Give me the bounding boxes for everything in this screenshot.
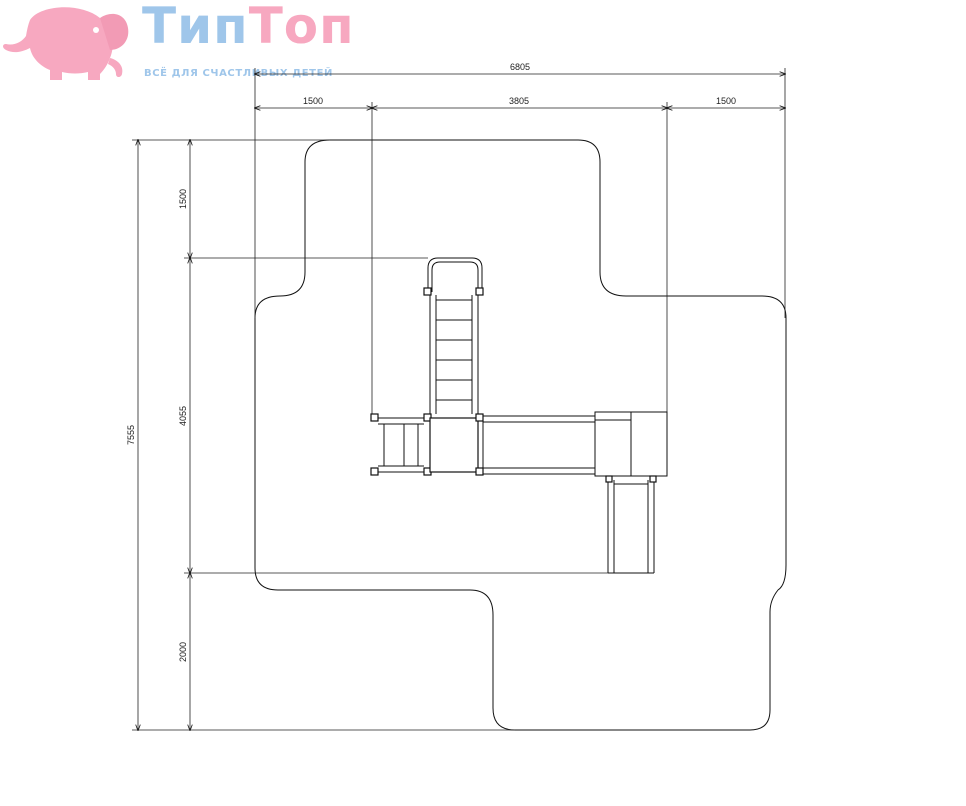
brand-name-part1: Тип <box>142 0 249 55</box>
vertical-dimensions <box>132 140 612 730</box>
brand-name: ТипТоп <box>142 0 355 56</box>
ladder <box>423 257 484 414</box>
dim-top-offset: 1500 <box>178 189 188 209</box>
brand-tagline: ВСЁ ДЛЯ СЧАСТЛИВЫХ ДЕТЕЙ <box>144 68 333 79</box>
slide <box>605 475 657 574</box>
dim-overall-width: 6805 <box>510 62 530 72</box>
right-tower <box>594 411 668 477</box>
dim-center-width: 3805 <box>509 96 529 106</box>
safety-zone-outline <box>254 139 787 731</box>
left-steps <box>370 413 432 476</box>
bridge <box>482 415 596 475</box>
platform-tower <box>429 413 484 476</box>
dim-middle-height: 4055 <box>178 406 188 426</box>
horizontal-dimensions <box>255 68 785 420</box>
dim-left-offset: 1500 <box>303 96 323 106</box>
brand-name-part2: Топ <box>248 0 355 55</box>
dim-right-offset: 1500 <box>716 96 736 106</box>
dim-bottom-offset: 2000 <box>178 642 188 662</box>
dim-overall-height: 7555 <box>126 425 136 445</box>
elephant-icon <box>3 7 129 80</box>
brand-logo: ТипТоп ВСЁ ДЛЯ СЧАСТЛИВЫХ ДЕТЕЙ <box>0 0 370 90</box>
